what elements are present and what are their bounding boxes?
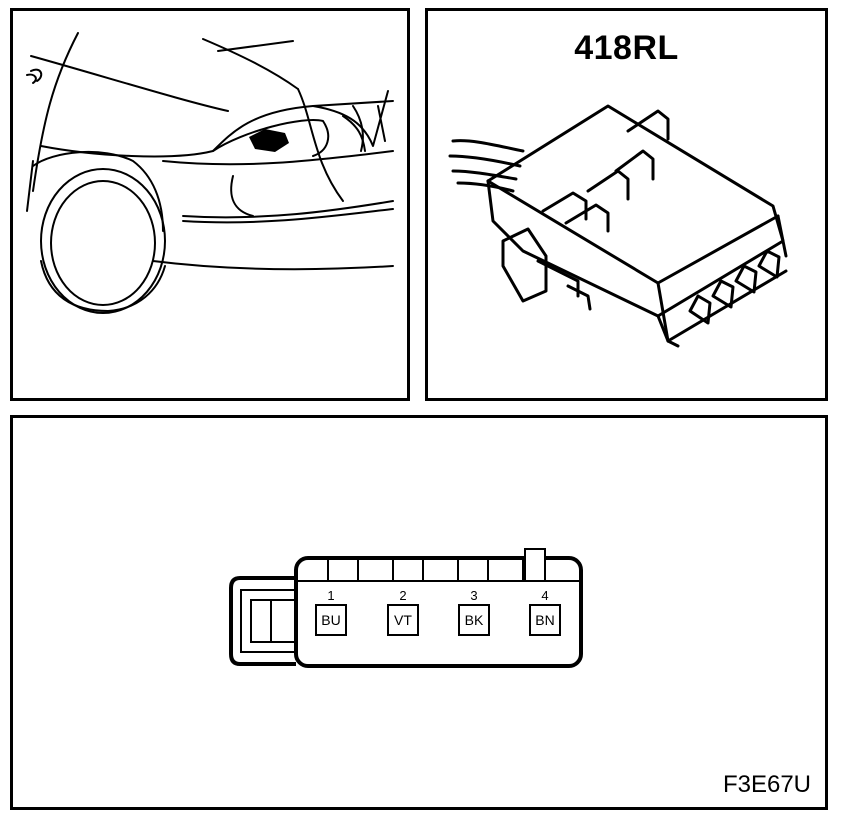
pin-1: 1 BU — [315, 588, 347, 636]
connector-location-marker — [249, 129, 289, 152]
pin-number: 1 — [327, 588, 334, 603]
vehicle-rear-illustration — [26, 32, 394, 314]
connector-id: 418RL — [574, 29, 679, 67]
vehicle-location-panel — [10, 8, 410, 401]
connector-body — [294, 556, 583, 668]
pin-cavity — [529, 604, 561, 636]
pin-3: 3 BK — [458, 588, 490, 636]
pin-number: 2 — [399, 588, 406, 603]
pin-wire-color: BK — [465, 612, 484, 628]
pin-2: 2 VT — [387, 588, 419, 636]
locking-tab — [524, 548, 546, 582]
connector-3d-illustration — [448, 104, 788, 348]
connector-view-panel: 418RL — [425, 8, 828, 401]
connector-face-diagram: 1 BU 2 VT 3 BK 4 BN — [229, 548, 583, 668]
latch-outline — [229, 576, 296, 666]
pin-cavity — [387, 604, 419, 636]
figure-code: F3E67U — [722, 771, 811, 798]
pin-cavity — [458, 604, 490, 636]
pin-wire-color: VT — [394, 612, 412, 628]
pin-number: 4 — [541, 588, 548, 603]
pin-4: 4 BN — [529, 588, 561, 636]
pin-number: 3 — [470, 588, 477, 603]
pin-wire-color: BN — [535, 612, 554, 628]
pin-wire-color: BU — [321, 612, 340, 628]
pinout-panel: 1 BU 2 VT 3 BK 4 BN F3E67U — [10, 415, 828, 810]
pin-cavity — [315, 604, 347, 636]
